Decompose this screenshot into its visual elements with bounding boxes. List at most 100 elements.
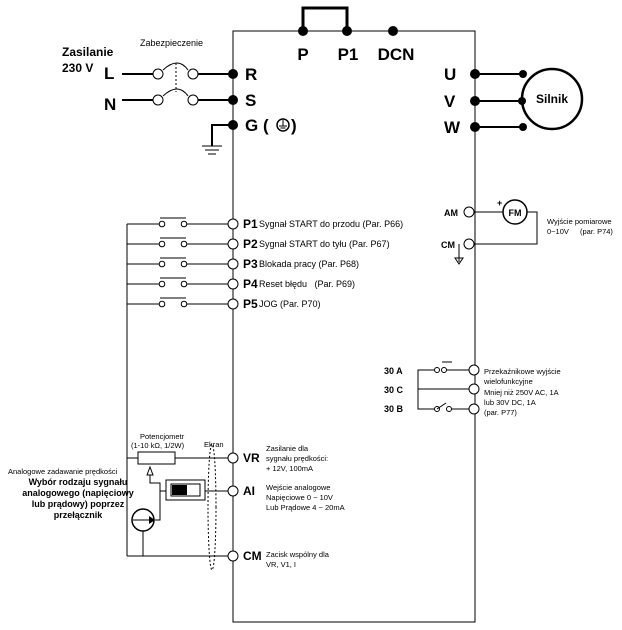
terminal-30c-label: 30 C <box>384 385 404 395</box>
terminal-cm-label: CM <box>243 549 262 563</box>
switch-contact-a-p5 <box>158 300 166 308</box>
terminal-30c <box>468 383 480 395</box>
terminal-dcn-label: DCN <box>378 45 415 64</box>
terminal-cm <box>227 550 239 562</box>
input-desc-p1: Sygnał START do przodu (Par. P66) <box>259 219 403 229</box>
ai-desc-1: Wejście analogowe <box>266 483 330 492</box>
input-term-label-p2: P2 <box>243 237 258 251</box>
terminal-am-label: AM <box>444 208 458 218</box>
meter-desc-1: Wyjście pomiarowe <box>547 217 612 226</box>
terminal-cm-meter-label: CM <box>441 240 455 250</box>
dc-jumper-link <box>301 6 349 31</box>
terminal-g-label: G ( <box>245 116 269 135</box>
terminal-vr-label: VR <box>243 451 260 465</box>
relay-output-section: 30 A 30 C 30 B Przekaźnikowe wyjście wie… <box>384 361 561 417</box>
fuse-label: Zabezpieczenie <box>140 38 203 48</box>
pot-label-1: Potencjometr <box>140 432 185 441</box>
fuse-l-in <box>152 68 164 80</box>
terminal-cm-meter <box>463 238 475 250</box>
terminal-p4-input <box>227 278 239 290</box>
fuse-n-link <box>162 88 189 97</box>
ai-desc-2: Napięciowe 0 ~ 10V <box>266 493 333 502</box>
switch-contact-a-p4 <box>158 280 166 288</box>
pot-wiper-arrow <box>146 465 154 476</box>
vr-desc-2: sygnału prędkości: <box>266 454 328 463</box>
pot-label-2: (1-10 kΩ, 1/2W) <box>131 441 185 450</box>
fuse-l-out <box>187 68 199 80</box>
relay-desc-3: Mniej niż 250V AC, 1A <box>484 388 559 397</box>
fuse-n-in <box>152 94 164 106</box>
potentiometer-icon <box>137 451 176 465</box>
input-desc-p2: Sygnał START do tyłu (Par. P67) <box>259 239 390 249</box>
line-n-label: N <box>104 95 116 114</box>
meter-label: FM <box>509 208 522 218</box>
switch-contact-b-p1 <box>180 220 188 228</box>
cable-shield <box>207 443 217 571</box>
selector-desc-2: analogowego (napięciowy <box>22 488 134 498</box>
input-term-label-p1: P1 <box>243 217 258 231</box>
input-desc-p5: JOG (Par. P70) <box>259 299 321 309</box>
terminal-30b-label: 30 B <box>384 404 404 414</box>
terminal-p3-input <box>227 258 239 270</box>
meter-output-section: AM CM FM + Wyjście pomiarowe 0~10V (par.… <box>441 198 613 265</box>
selector-desc-1: Wybór rodzaju sygnału <box>29 477 128 487</box>
terminal-s-dot <box>228 95 238 105</box>
switch-contact-a-p2 <box>158 240 166 248</box>
inverter-body <box>232 30 476 623</box>
meter-desc-3: (par. P74) <box>580 227 613 236</box>
fuse-n-out <box>187 94 199 106</box>
relay-desc-5: (par. P77) <box>484 408 517 417</box>
supply-label: Zasilanie <box>62 45 114 59</box>
terminal-ai <box>227 485 239 497</box>
switch-contact-a-p3 <box>158 260 166 268</box>
shield-label: Ekran <box>204 440 224 449</box>
terminal-am <box>463 206 475 218</box>
terminal-30a-label: 30 A <box>384 366 403 376</box>
selector-desc-4: przełącznik <box>54 510 104 520</box>
input-term-label-p4: P4 <box>243 277 258 291</box>
terminal-w-label: W <box>444 118 461 137</box>
ai-desc-3: Lub Prądowe 4 ~ 20mA <box>266 503 345 512</box>
voltage-label: 230 V <box>62 61 93 75</box>
vr-desc-1: Zasilanie dla <box>266 444 309 453</box>
motor-label: Silnik <box>536 92 568 106</box>
switch-contact-b-p2 <box>180 240 188 248</box>
terminal-ai-label: AI <box>243 484 255 498</box>
dc-bus-terminals: P P1 DCN <box>297 6 415 64</box>
terminal-v-label: V <box>444 92 456 111</box>
terminal-g-close: ) <box>291 116 297 135</box>
relay-desc-2: wielofunkcyjne <box>483 377 533 386</box>
switch-contact-b-p5 <box>180 300 188 308</box>
terminal-p-dot <box>298 26 308 36</box>
terminal-p1-label: P1 <box>338 45 359 64</box>
terminal-p5-input <box>227 298 239 310</box>
switch-contact-b-p3 <box>180 260 188 268</box>
setpoint-label: Analogowe zadawanie prędkości <box>8 467 118 476</box>
terminal-dcn-dot <box>388 26 398 36</box>
relay-desc-1: Przekaźnikowe wyjście <box>484 367 561 376</box>
input-desc-p4: Reset błędu (Par. P69) <box>259 279 355 289</box>
analog-input-section: VR AI CM Zasilanie dla sygnału prędkości… <box>8 432 345 571</box>
meter-plus: + <box>497 198 502 208</box>
input-desc-p3: Blokada pracy (Par. P68) <box>259 259 359 269</box>
terminal-30b <box>468 403 480 415</box>
meter-desc-2: 0~10V <box>547 227 569 236</box>
input-term-label-p5: P5 <box>243 297 258 311</box>
selector-desc-3: lub prądowy) poprzez <box>32 499 125 509</box>
terminal-p1-input <box>227 218 239 230</box>
terminal-p1-dot <box>342 26 352 36</box>
terminal-vr <box>227 452 239 464</box>
motor-output-section: U V W Silnik <box>444 65 584 137</box>
meter-ground-icon <box>454 257 464 265</box>
switch-contact-b-p4 <box>180 280 188 288</box>
terminal-s-label: S <box>245 91 256 110</box>
input-term-label-p3: P3 <box>243 257 258 271</box>
switch-contact-a-p1 <box>158 220 166 228</box>
terminal-p2-input <box>227 238 239 250</box>
terminal-u-label: U <box>444 65 456 84</box>
selector-switch-slider <box>172 485 187 495</box>
line-l-label: L <box>104 64 114 83</box>
vr-desc-3: + 12V, 100mA <box>266 464 313 473</box>
